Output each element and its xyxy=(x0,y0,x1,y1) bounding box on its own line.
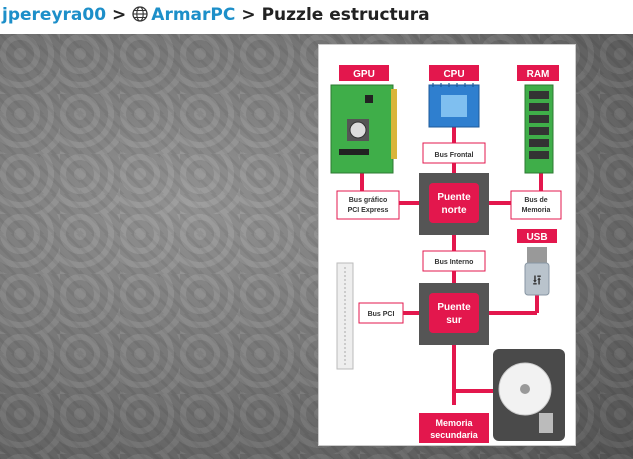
puente-sur-chip: Puente sur xyxy=(419,283,489,345)
breadcrumb-collection-label: ArmarPC xyxy=(151,5,236,25)
gpu-label: GPU xyxy=(353,69,375,80)
breadcrumb: jpereyra00 > ArmarPC > Puzzle estructura xyxy=(0,0,633,30)
bus-frontal-label: Bus Frontal xyxy=(435,152,474,159)
page-title: Puzzle estructura xyxy=(261,5,430,25)
memoria-bus-label: Memoria xyxy=(522,207,551,214)
memoria-secundaria-label-1: Memoria xyxy=(435,418,473,428)
puente-sur-label-1: Puente xyxy=(437,302,471,313)
puente-norte-label-2: norte xyxy=(442,205,467,216)
bus-pci-label: Bus PCI xyxy=(368,311,395,318)
puente-norte-label-1: Puente xyxy=(437,192,471,203)
bus-grafico-label: Bus gráfico xyxy=(349,197,388,204)
puente-norte-chip: Puente norte xyxy=(419,173,489,235)
breadcrumb-user-link[interactable]: jpereyra00 xyxy=(2,5,107,25)
cpu-label: CPU xyxy=(443,69,464,80)
cpu-chip: CPU xyxy=(428,65,480,128)
breadcrumb-collection-link[interactable]: ArmarPC xyxy=(132,5,235,25)
memoria-secundaria-label-2: secundaria xyxy=(430,430,479,440)
ram-module: RAM xyxy=(517,65,559,174)
bus-interno-label: Bus Interno xyxy=(435,259,474,266)
pc-structure-diagram: GPU CPU xyxy=(330,65,565,443)
usb-label: USB xyxy=(526,232,547,243)
hard-disk xyxy=(493,349,565,441)
svg-text:⭿: ⭿ xyxy=(532,272,541,288)
pci-slot xyxy=(336,262,354,370)
bus-de-label: Bus de xyxy=(524,197,547,204)
ram-label: RAM xyxy=(527,69,550,80)
puente-sur-label-2: sur xyxy=(446,315,462,326)
gpu-card: GPU xyxy=(330,65,397,174)
breadcrumb-separator: > xyxy=(112,5,127,25)
pci-express-label: PCI Express xyxy=(348,207,389,214)
globe-icon xyxy=(132,6,148,22)
usb-connector: USB ⭿ xyxy=(517,229,557,296)
breadcrumb-separator: > xyxy=(241,5,256,25)
puzzle-board[interactable]: GPU CPU xyxy=(0,34,633,459)
puzzle-image[interactable]: GPU CPU xyxy=(318,44,576,446)
